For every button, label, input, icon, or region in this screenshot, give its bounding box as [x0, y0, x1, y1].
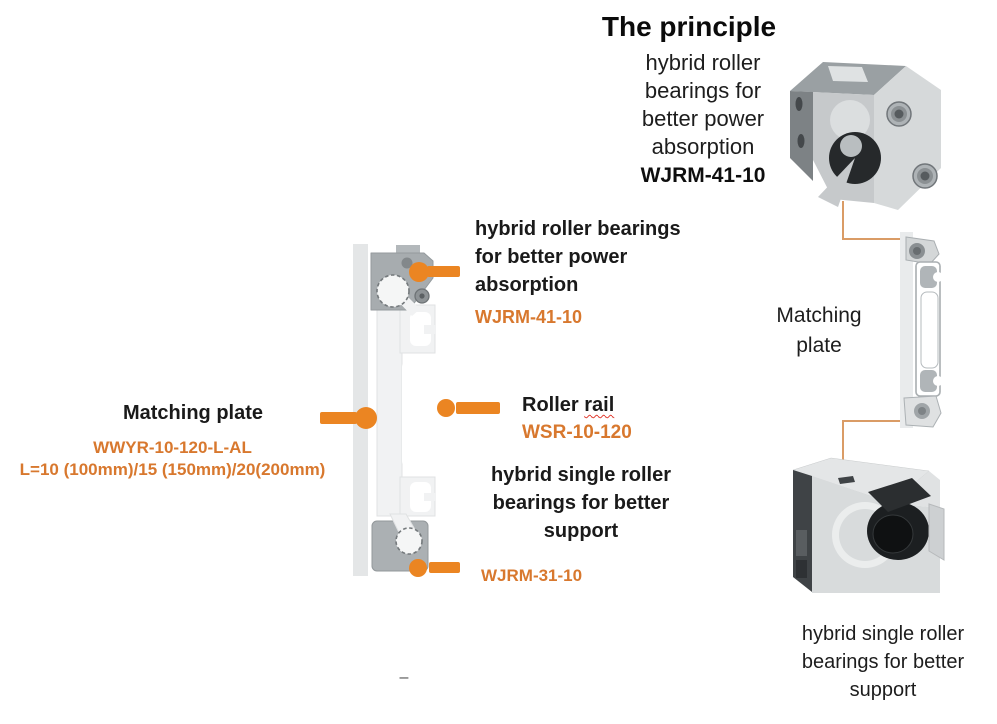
header-description: hybrid roller bearings for better power abs… — [615, 49, 791, 189]
header-description-lines: hybrid roller bearings for better power abs… — [615, 49, 791, 161]
part-code-line: L=10 (100mm)/15 (150mm)/20(200mm) — [19, 460, 326, 479]
connector-line-top — [842, 201, 914, 240]
upper-bearing-photo-icon — [790, 62, 941, 210]
connector-line-bottom — [842, 420, 916, 463]
bottom-right-caption: hybrid single roller bearings for better s… — [765, 620, 997, 704]
text-line: absorption — [475, 274, 579, 296]
marker-upper-bearing — [409, 262, 460, 282]
text-line: better power — [641, 106, 765, 131]
text-line: for better power — [475, 246, 628, 268]
matching-plate-right-label: Matching plate — [755, 301, 883, 361]
lower-bearing-photo-icon — [792, 457, 945, 593]
lower-bearing-label: hybrid single roller bearings for better s… — [465, 461, 697, 545]
header-part-number: WJRM-41-10 — [640, 164, 766, 187]
part-code-line: WWYR-10-120-L-AL — [93, 438, 252, 457]
text-line: bearings for better — [492, 492, 670, 514]
roller-rail-title-misspelled-word: rail — [584, 394, 615, 416]
marker-matching-plate — [320, 407, 377, 429]
text-line: hybrid roller — [645, 50, 761, 75]
upper-bearing-label: hybrid roller bearings for better power ab… — [475, 215, 715, 328]
matching-plate-code-lines: WWYR-10-120-L-AL L=10 (100mm)/15 (150mm)/… — [0, 437, 345, 481]
marker-roller-rail — [437, 399, 500, 417]
text-line: plate — [796, 334, 842, 357]
marker-lower-bearing — [409, 559, 460, 577]
text-line: hybrid roller bearings — [475, 218, 681, 240]
upper-bearing-part-number: WJRM-41-10 — [475, 307, 583, 327]
roller-rail-title-prefix: Roller — [522, 394, 585, 416]
matching-plate-side-view-icon — [900, 232, 943, 428]
lower-bearing-label-lines: hybrid single roller bearings for better s… — [465, 461, 697, 545]
upper-bearing-label-lines: hybrid roller bearings for better power ab… — [475, 215, 715, 299]
text-line: bearings for — [644, 78, 762, 103]
page-title: The principle — [601, 11, 777, 42]
roller-rail-title: Roller rail — [522, 393, 732, 418]
roller-rail-label: Roller rail WSR-10-120 — [522, 393, 732, 444]
matching-plate-right-lines: Matching plate — [755, 301, 883, 361]
bottom-dash-mark: – — [399, 669, 409, 686]
text-line: Matching — [776, 304, 862, 327]
text-line: bearings for better — [801, 651, 965, 673]
text-line: support — [849, 679, 917, 701]
text-line: support — [543, 520, 619, 542]
roller-rail-part-number: WSR-10-120 — [522, 422, 632, 443]
text-line: absorption — [651, 134, 755, 159]
matching-plate-codes: WWYR-10-120-L-AL L=10 (100mm)/15 (150mm)/… — [0, 437, 345, 481]
lower-bearing-part-number: WJRM-31-10 — [481, 566, 583, 585]
matching-plate-label: Matching plate — [122, 402, 263, 424]
text-line: hybrid single roller — [801, 623, 965, 645]
text-line: hybrid single roller — [490, 464, 672, 486]
bottom-right-caption-lines: hybrid single roller bearings for better s… — [765, 620, 997, 704]
